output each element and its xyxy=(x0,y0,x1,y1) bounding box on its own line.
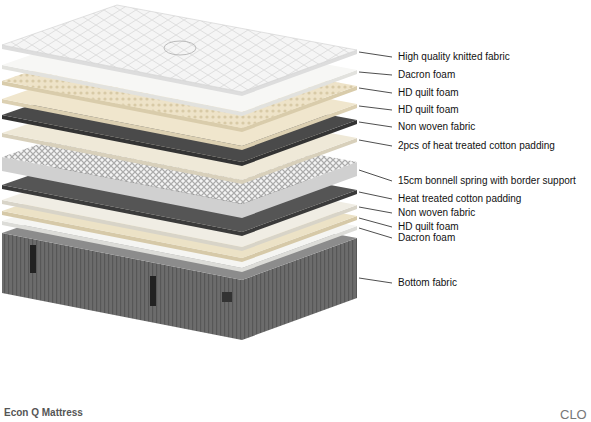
layer-label: HD quilt foam xyxy=(398,221,459,232)
layer-label: Bottom fabric xyxy=(398,277,457,288)
caption-text: Econ Q Mattress xyxy=(4,407,83,419)
layer-label: Non woven fabric xyxy=(398,207,475,218)
layer-label: Heat treated cotton padding xyxy=(398,193,521,204)
watermark-text: CLO xyxy=(560,408,587,422)
layer-label: 15cm bonnell spring with border support xyxy=(398,175,576,186)
layer-label: Non woven fabric xyxy=(398,121,475,132)
layer-label: HD quilt foam xyxy=(398,104,459,115)
layer-label: High quality knitted fabric xyxy=(398,51,510,62)
layer-label: Dacron foam xyxy=(398,232,455,243)
layer-label: Dacron foam xyxy=(398,69,455,80)
layer-label: 2pcs of heat treated cotton padding xyxy=(398,140,555,151)
layer-label: HD quilt foam xyxy=(398,87,459,98)
